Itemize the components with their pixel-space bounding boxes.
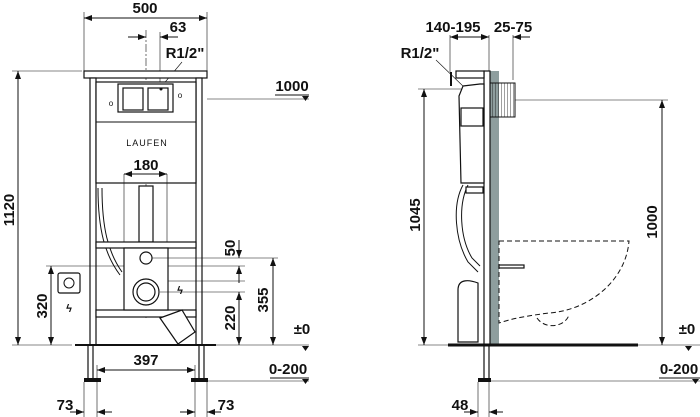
svg-text:o: o [178, 91, 183, 100]
frame-crossbar [95, 241, 197, 249]
frame-right-post [195, 77, 203, 346]
flush-plate-side [489, 82, 516, 118]
wall-hung-bowl-outline [498, 240, 630, 324]
front-view: 500 63 R1/2" o o LAUFEN 180 [1, 0, 310, 417]
inlet-height-label: 1045 [407, 198, 424, 231]
side-plate-height-label: 1000 [644, 205, 661, 238]
flush-pipe [138, 185, 154, 243]
flush-connection [139, 251, 153, 265]
side-foot-dim-label: 48 [452, 397, 469, 414]
side-cistern [458, 83, 485, 184]
electric-bolt-icon-2: ϟ [177, 285, 183, 297]
leg-range-label: 0-200 [269, 361, 307, 378]
side-floor-level-label: ±0 [679, 321, 696, 338]
side-inlet-label: R1/2" [401, 45, 440, 62]
inlet-label: R1/2" [166, 45, 205, 62]
left-foot-dim-label: 73 [57, 397, 74, 414]
side-frame-post [483, 70, 491, 346]
outlet-spacing-label: 180 [133, 157, 158, 174]
frame-top-bar [83, 70, 208, 79]
socket-height-label: 320 [34, 293, 51, 318]
side-drain-bend [457, 280, 479, 343]
left-leg [87, 344, 94, 381]
power-socket-icon [57, 272, 81, 294]
wall-section [490, 71, 499, 345]
svg-text:o: o [109, 99, 114, 108]
wall-dim-label: 25-75 [494, 19, 532, 36]
dim-355-label: 355 [255, 287, 272, 312]
frame-left-post [89, 77, 97, 346]
depth-dim-label: 140-195 [425, 19, 480, 36]
floor-level-label: ±0 [294, 321, 311, 338]
right-leg [198, 344, 205, 381]
side-leg-range-label: 0-200 [660, 361, 698, 378]
total-height-label: 1120 [1, 194, 18, 227]
plate-height-label: 1000 [275, 78, 308, 95]
laufen-logo: LAUFEN [126, 138, 168, 148]
width-dim-label: 500 [132, 0, 157, 17]
dim-220-label: 220 [222, 305, 239, 330]
electric-bolt-icon: ϟ [66, 303, 72, 315]
dim-50-label: 50 [222, 240, 239, 257]
drain-elbow [159, 309, 196, 345]
foot-spacing-label: 397 [133, 352, 158, 369]
right-foot-dim-label: 73 [218, 397, 235, 414]
side-view: 140-195 25-75 R1/2" [401, 19, 700, 417]
bowl-bolt [498, 264, 525, 269]
offset-dim-label: 63 [170, 19, 187, 36]
